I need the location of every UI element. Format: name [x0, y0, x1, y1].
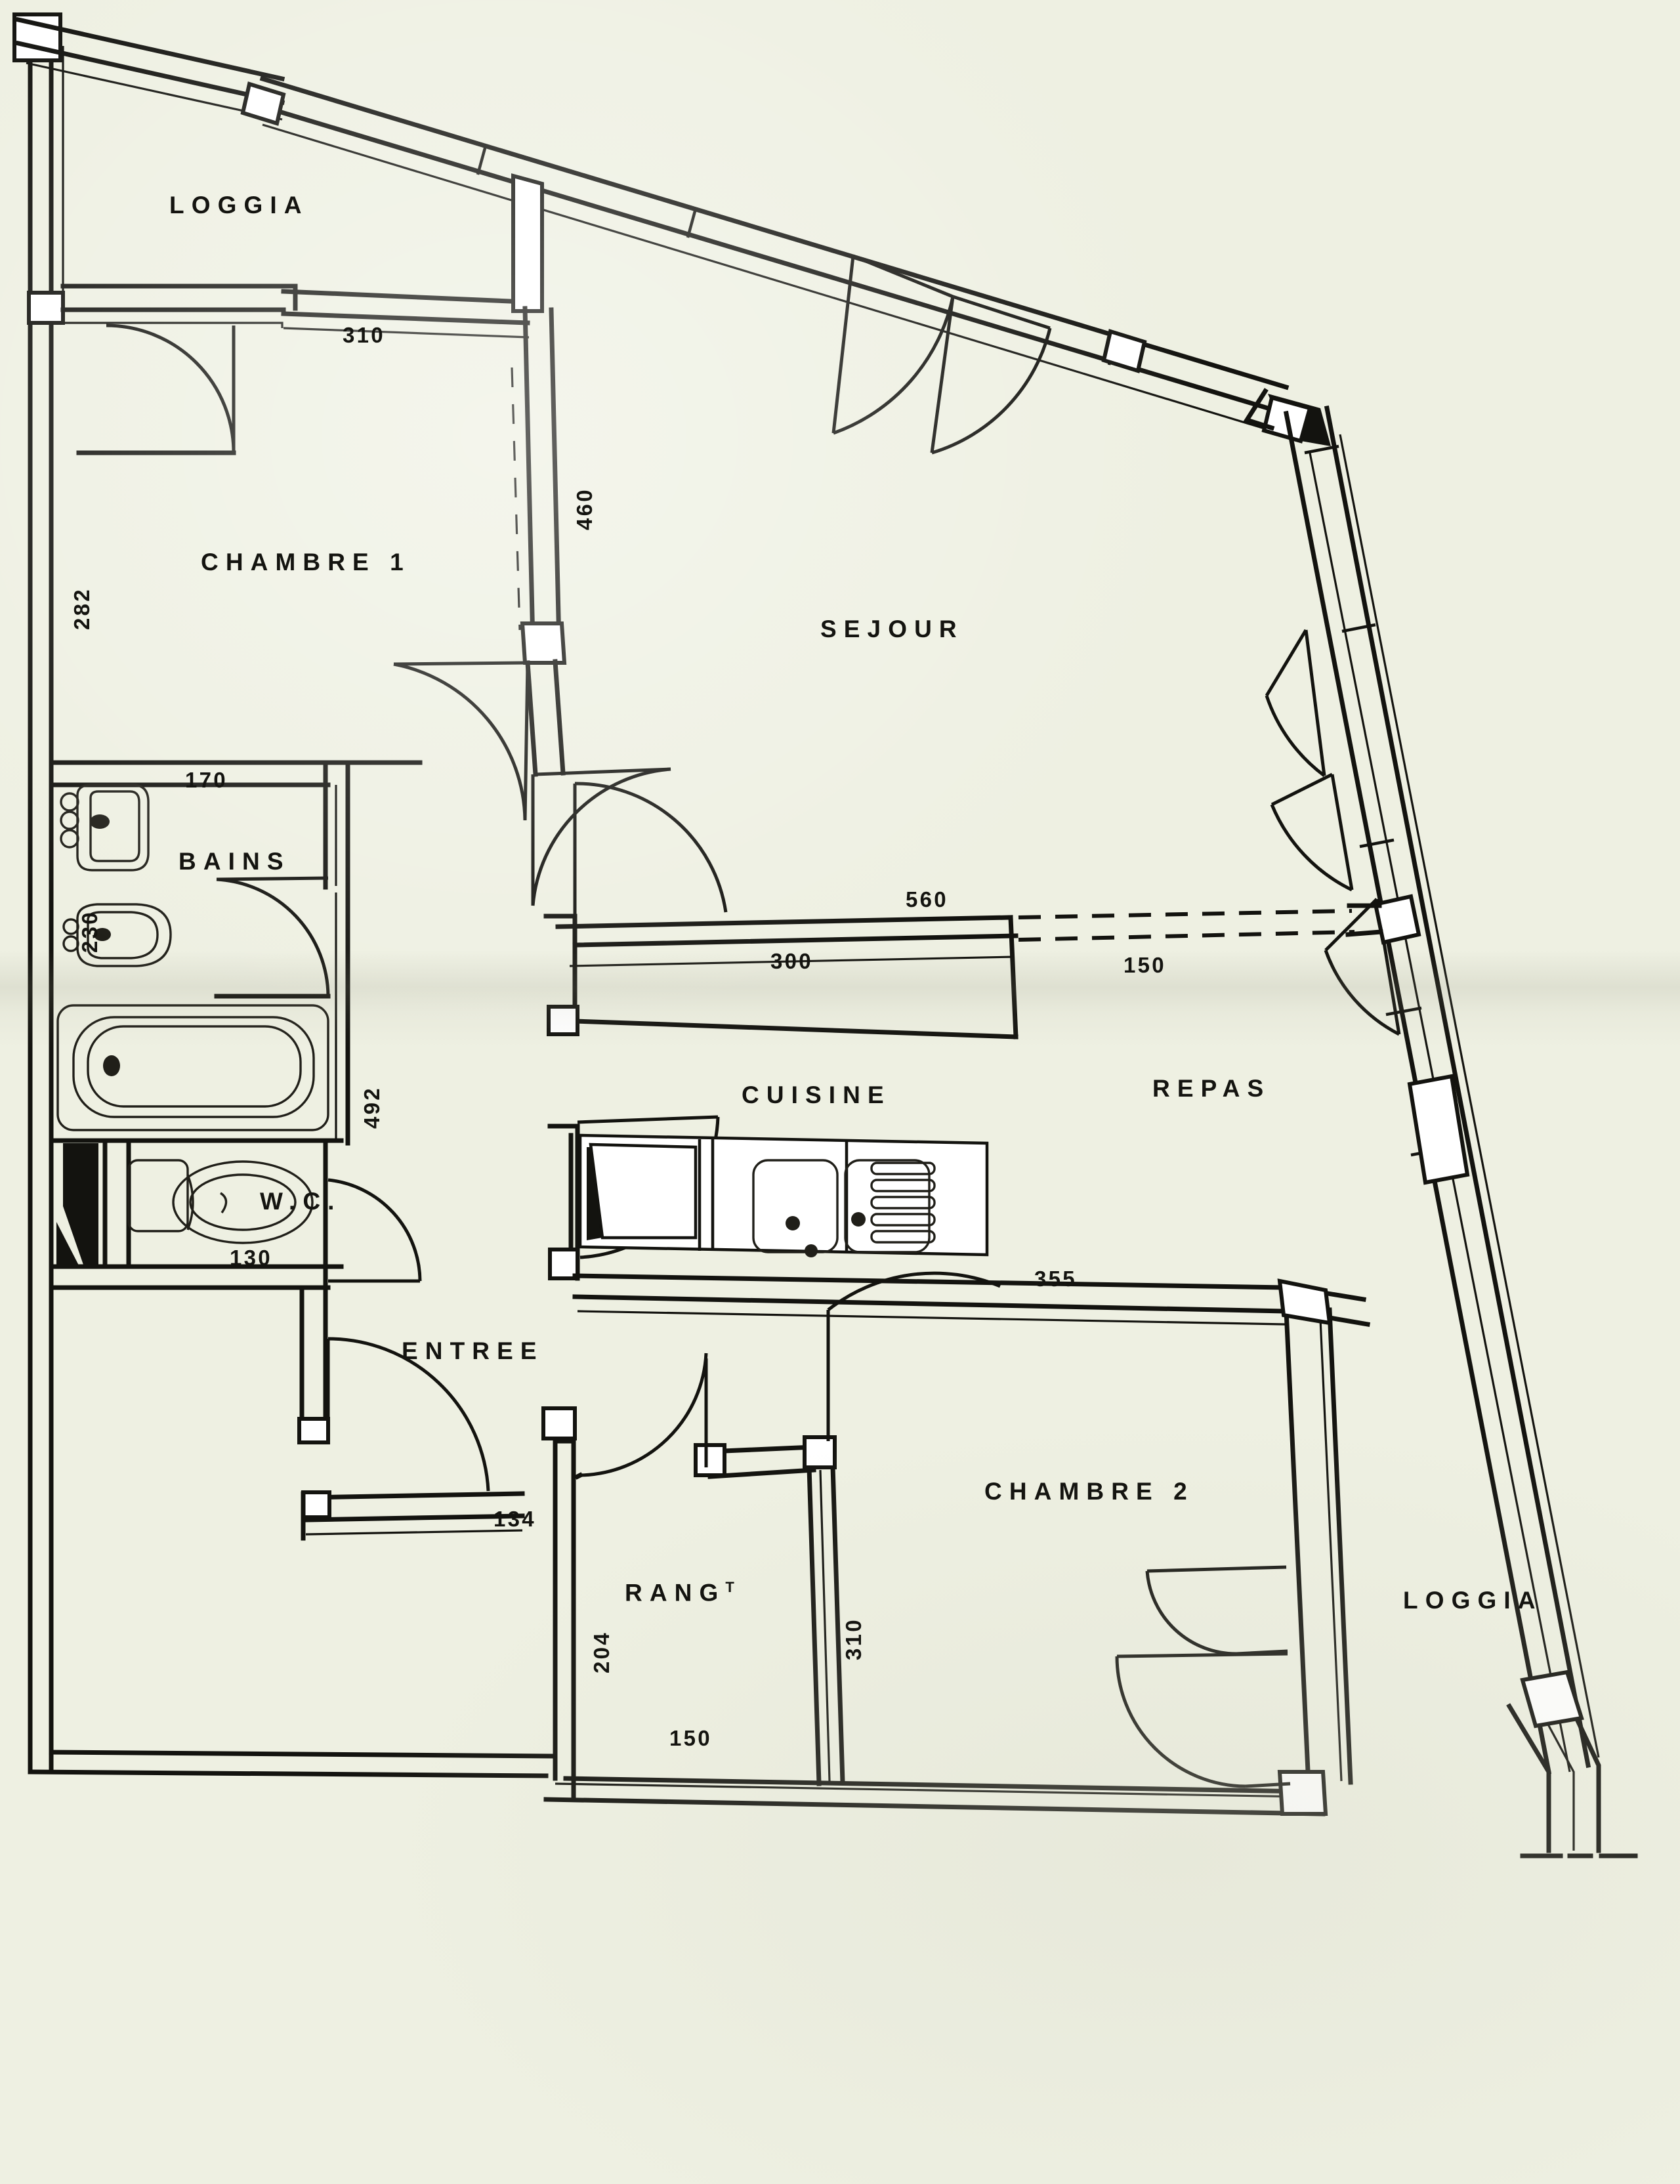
dimension-492: 492 — [360, 1086, 384, 1129]
loggia-bottom-right-structure — [1506, 1670, 1638, 1858]
door-swing-chambre1 — [393, 661, 671, 906]
rangement-label-text: RANG — [625, 1579, 726, 1606]
partition-chambre1-sejour — [511, 306, 567, 777]
exterior-wall-top-angled — [254, 75, 1290, 434]
walls-entree — [297, 1285, 525, 1541]
window-swings-top — [831, 254, 1052, 455]
washbasin-icon — [60, 784, 150, 872]
walls-chambre2-rangement — [541, 1406, 1326, 1816]
dimension-460: 460 — [572, 488, 597, 530]
partition-loggia-chambre1 — [27, 173, 544, 339]
door-swing-loggia-top — [106, 324, 236, 453]
room-label-loggia-bottom: LOGGIA — [1403, 1587, 1543, 1614]
drainer-icon — [870, 1162, 936, 1244]
door-swing-wc — [327, 1178, 422, 1283]
bathtub-icon — [56, 1004, 329, 1131]
dimension-310-chambre2: 310 — [841, 1618, 866, 1660]
dimension-282: 282 — [70, 587, 94, 630]
partition-repas-chambre2 — [1277, 1278, 1371, 1816]
bidet-icon — [62, 903, 172, 967]
exterior-wall-left — [28, 37, 64, 1774]
window-jamb-top — [240, 81, 1147, 373]
door-swing-sejour-cuisine — [573, 782, 728, 916]
dimension-150-bottom: 150 — [669, 1726, 712, 1750]
dimension-130: 130 — [230, 1246, 272, 1270]
door-swing-entree — [326, 1337, 490, 1492]
window-jamb-right — [1373, 894, 1470, 1185]
door-swing-chambre2 — [826, 1271, 1001, 1441]
room-label-chambre2: CHAMBRE 2 — [984, 1478, 1194, 1505]
door-swings-loggia-bottom — [1115, 1565, 1291, 1788]
room-label-wc: W.C. — [260, 1188, 342, 1215]
partition-bains-wc — [49, 887, 350, 1290]
door-swing-rangement — [579, 1353, 708, 1477]
dimension-310-top: 310 — [343, 323, 385, 347]
dimension-150-repas: 150 — [1124, 953, 1166, 977]
room-label-bains: BAINS — [178, 848, 291, 875]
partition-chambre1-bains — [49, 760, 423, 890]
room-label-repas: REPAS — [1152, 1075, 1271, 1102]
threshold-rangement — [574, 1472, 583, 1480]
window-swings-right — [1265, 629, 1401, 1036]
dimension-560: 560 — [906, 887, 948, 912]
room-label-entree: ENTREE — [402, 1337, 544, 1364]
walls-cuisine — [543, 903, 1383, 1326]
wall-corner-top-left — [12, 12, 285, 121]
rangement-superscript: T — [725, 1579, 734, 1595]
kitchen-counter — [578, 1133, 989, 1257]
room-label-chambre1: CHAMBRE 1 — [201, 549, 411, 576]
toilet-icon — [127, 1159, 314, 1244]
dimension-355: 355 — [1034, 1267, 1077, 1291]
room-label-loggia-top: LOGGIA — [169, 192, 309, 219]
dimension-134: 134 — [494, 1507, 536, 1531]
dimension-204: 204 — [589, 1631, 614, 1673]
room-label-sejour: SEJOUR — [820, 616, 964, 642]
exterior-wall-bottom — [28, 1750, 554, 1778]
room-label-cuisine: CUISINE — [742, 1082, 891, 1108]
dimension-230: 230 — [77, 910, 102, 953]
room-label-rangement: RANGT — [625, 1579, 734, 1606]
kitchen-sink-icon — [752, 1159, 931, 1257]
door-swing-bains — [216, 876, 330, 997]
dimension-300: 300 — [770, 949, 813, 973]
dimension-170: 170 — [185, 768, 228, 792]
